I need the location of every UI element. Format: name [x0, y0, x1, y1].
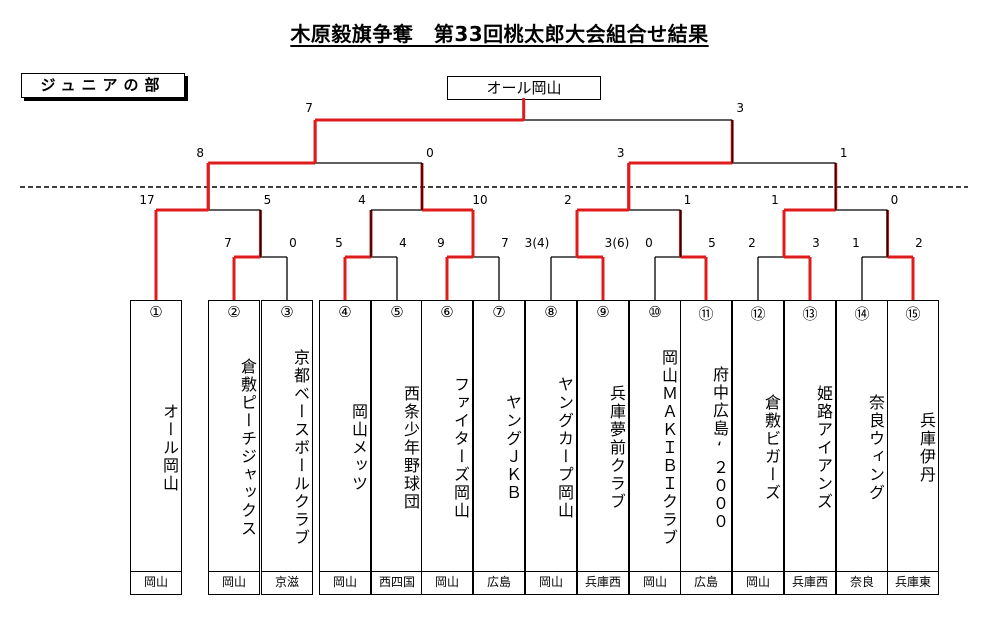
score-r2: 10 [472, 193, 488, 207]
team-seed: ⑥ [440, 303, 454, 321]
score-r3: 8 [196, 146, 205, 160]
score-r2: 5 [263, 193, 272, 207]
team-seed: ⑮ [905, 305, 921, 323]
team-seed: ⑦ [492, 303, 506, 321]
score-final: 3 [736, 101, 745, 115]
team-box: ⑥ ファイターズ岡山岡山 [421, 300, 473, 595]
team-region: 岡山 [630, 571, 680, 594]
team-name: 姫路アイアンズ [814, 385, 833, 511]
team-seed: ⑭ [854, 305, 870, 323]
score-r1: 7 [501, 236, 509, 250]
team-region: 西四国 [372, 571, 422, 594]
section-label: ジュニアの部 [21, 73, 185, 98]
team-seed: ② [227, 303, 241, 321]
score-r1: 3 [812, 236, 820, 250]
score-r2: 0 [890, 193, 899, 207]
score-r1: 2 [915, 236, 923, 250]
team-name: 倉敷ビガーズ [762, 394, 781, 502]
score-r2: 1 [771, 193, 779, 207]
team-region: 岡山 [320, 571, 370, 594]
team-region: 京滋 [262, 571, 312, 594]
team-box: ⑩ 岡山ＭＡＫＩＢＩクラブ岡山 [629, 300, 681, 595]
team-seed: ⑩ [648, 303, 662, 321]
score-r1: 5 [335, 236, 343, 250]
score-final: 7 [305, 101, 313, 115]
score-r2: 1 [683, 193, 692, 207]
team-name: ファイターズ岡山 [451, 376, 470, 520]
score-r1: 1 [852, 236, 860, 250]
team-region: 広島 [681, 571, 731, 594]
team-name: 岡山ＭＡＫＩＢＩクラブ [659, 349, 678, 547]
page-title: 木原毅旗争奪 第33回桃太郎大会組合せ結果 [290, 22, 709, 46]
team-name: 兵庫伊丹 [917, 412, 936, 484]
team-seed: ④ [338, 303, 352, 321]
team-box: ③ 京都ベースボールクラブ京滋 [261, 300, 313, 595]
team-box: ④ 岡山メッツ岡山 [319, 300, 371, 595]
team-name: 岡山メッツ [349, 403, 368, 493]
team-box: ⑤ 西条少年野球団西四国 [371, 300, 423, 595]
team-name: 府中広島‘２０００ [710, 365, 729, 531]
team-seed: ① [149, 303, 163, 321]
score-r1: 2 [748, 236, 756, 250]
team-box: ⑧ ヤングカープ岡山岡山 [525, 300, 577, 595]
team-region: 兵庫西 [578, 571, 628, 594]
team-seed: ⑪ [698, 305, 714, 323]
score-r1: 5 [708, 236, 716, 250]
team-box: ⑬ 姫路アイアンズ兵庫西 [784, 300, 836, 595]
team-name: ヤングＪＫＢ [503, 394, 522, 502]
team-box: ② 倉敷ピーチジャックス岡山 [208, 300, 260, 595]
score-r2: 17 [139, 193, 155, 207]
team-name: 西条少年野球団 [401, 385, 420, 511]
score-r1: 3(6) [604, 236, 630, 250]
team-seed: ⑬ [802, 305, 818, 323]
score-r1: 4 [399, 236, 407, 250]
score-r3: 3 [616, 146, 625, 160]
team-region: 奈良 [837, 571, 887, 594]
team-region: 岡山 [733, 571, 783, 594]
score-r2: 2 [564, 193, 572, 207]
team-region: 岡山 [131, 571, 181, 594]
team-region: 岡山 [422, 571, 472, 594]
team-box: ⑮ 兵庫伊丹兵庫東 [887, 300, 939, 595]
team-name: 兵庫夢前クラブ [607, 385, 626, 511]
team-region: 岡山 [526, 571, 576, 594]
team-seed: ⑨ [596, 303, 610, 321]
score-r1: 7 [224, 236, 232, 250]
team-region: 兵庫東 [888, 571, 938, 594]
team-box: ⑦ ヤングＪＫＢ 広島 [473, 300, 525, 595]
team-name: オール岡山 [160, 403, 179, 493]
team-name: ヤングカープ岡山 [555, 376, 574, 520]
score-r1: 0 [645, 236, 653, 250]
team-box: ⑫ 倉敷ビガーズ岡山 [732, 300, 784, 595]
team-seed: ⑧ [544, 303, 558, 321]
team-name: 奈良ウィング [866, 394, 885, 502]
team-box: ⑨ 兵庫夢前クラブ兵庫西 [577, 300, 629, 595]
team-name: 倉敷ピーチジャックス [238, 358, 257, 538]
team-name: 京都ベースボールクラブ [291, 349, 310, 547]
score-r1: 0 [289, 236, 297, 250]
score-r2: 4 [358, 193, 366, 207]
team-seed: ③ [280, 303, 294, 321]
score-r3: 0 [426, 146, 434, 160]
team-seed: ⑤ [390, 303, 404, 321]
team-box: ⑭ 奈良ウィング奈良 [836, 300, 888, 595]
team-box: ⑪ 府中広島‘２０００ 広島 [680, 300, 732, 595]
team-region: 岡山 [209, 571, 259, 594]
score-r1: 9 [437, 236, 445, 250]
team-box: ① オール岡山岡山 [130, 300, 182, 595]
team-region: 兵庫西 [785, 571, 835, 594]
team-region: 広島 [474, 571, 524, 594]
team-seed: ⑫ [750, 305, 766, 323]
score-r1: 3(4) [524, 236, 550, 250]
score-r3: 1 [839, 146, 848, 160]
